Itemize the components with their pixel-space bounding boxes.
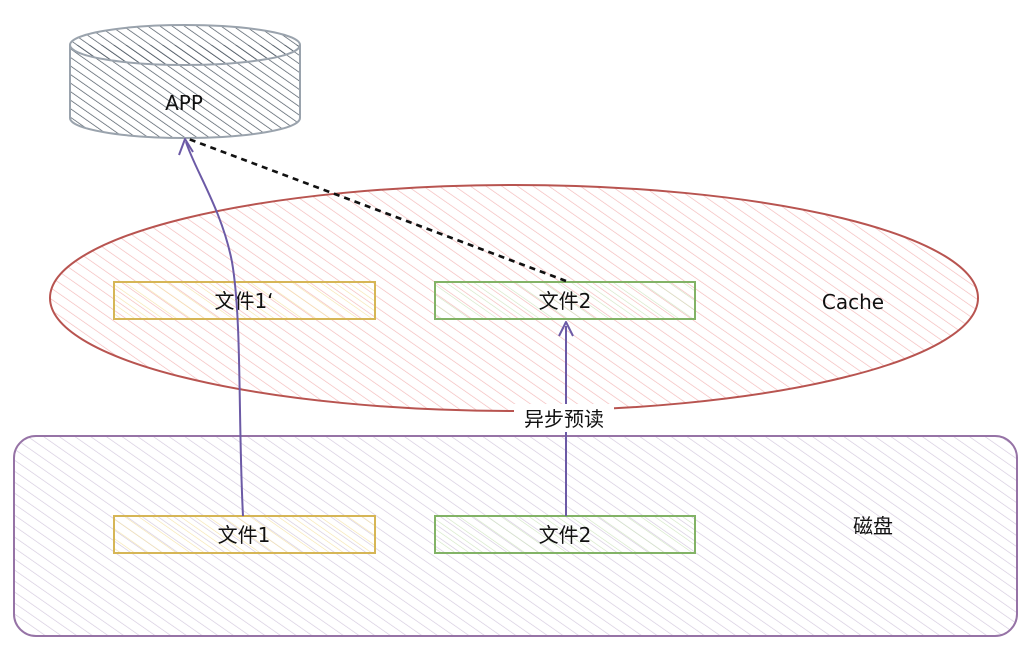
disk-label: 磁盘 [853, 514, 893, 538]
disk-file1-box [113, 515, 376, 554]
cache-file1-box [113, 281, 376, 320]
app-node: APP [69, 24, 301, 139]
cache-file2-node: 文件2 [434, 281, 696, 320]
edge-cachefile2-to-app-dashed [185, 136, 567, 283]
app-label: APP [165, 91, 203, 115]
edge-file1-to-app-arrowhead [178, 138, 194, 156]
edge-file1-to-app [178, 138, 244, 517]
cache-file1-node: 文件1‘ [113, 281, 376, 320]
edge-prefetch-label-bg [514, 404, 614, 432]
edge-file1-to-app-line [185, 141, 244, 517]
cache-file2-label: 文件2 [539, 289, 592, 313]
disk-file2-label: 文件2 [539, 523, 592, 547]
disk-file1-node: 文件1 [113, 515, 376, 554]
disk-file1-label: 文件1 [218, 523, 271, 547]
app-cylinder-body [69, 45, 301, 139]
disk-file2-node: 文件2 [434, 515, 696, 554]
cache-file1-label: 文件1‘ [214, 289, 273, 313]
edge-prefetch-arrowhead [558, 321, 574, 337]
edge-prefetch: 异步预读 [514, 321, 614, 516]
app-cylinder-top [69, 24, 301, 66]
edge-prefetch-label: 异步预读 [524, 407, 604, 431]
cache-label: Cache [822, 290, 884, 314]
